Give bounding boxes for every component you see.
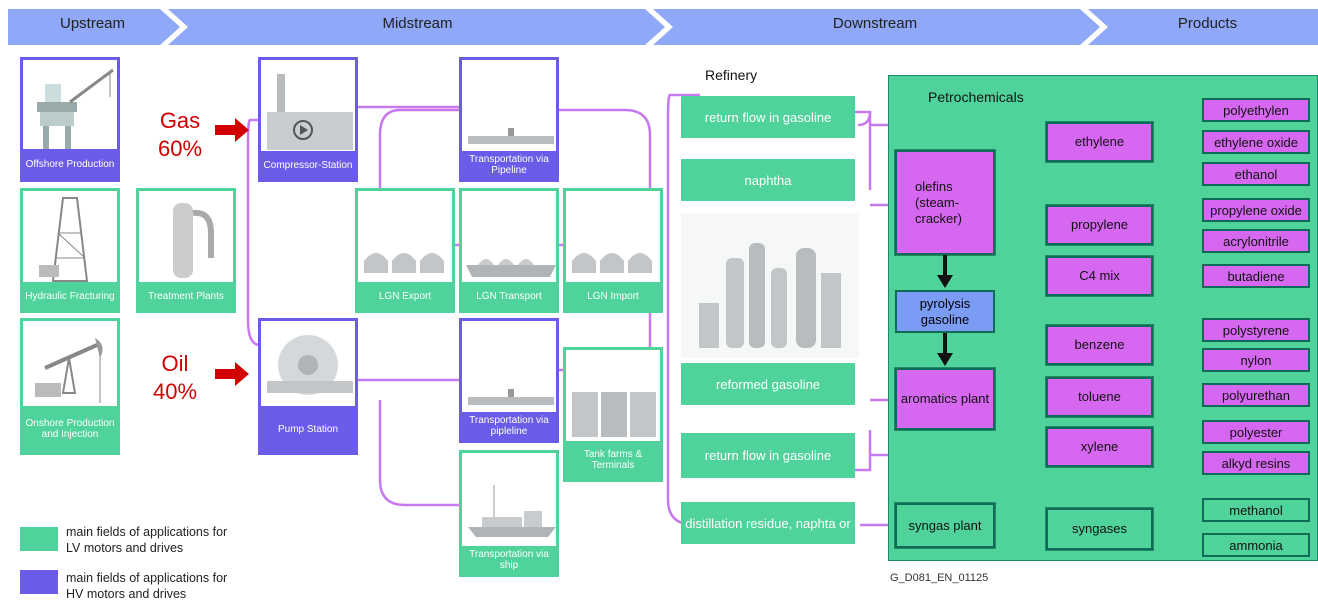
petrochemicals-title: Petrochemicals [928,89,1024,105]
product-polyethylen: polyethylen [1202,98,1310,122]
tile-pump-station: Pump Station [258,318,358,455]
tile-ship-transport: Transportation via ship [459,450,559,577]
lgn-transport-caption: LGN Transport [462,282,556,310]
down-arrow-icon [937,333,953,366]
stage-header-band [8,9,1318,45]
treatment-caption: Treatment Plants [139,282,233,310]
tank-farm-icon [572,392,656,437]
pumpjack-icon [35,338,103,403]
gas-share: 60% [157,136,203,161]
lgn-import-caption: LGN Import [566,282,660,310]
offshore-caption: Offshore Production [23,149,117,179]
oil-label: Oil [161,351,189,376]
ship-caption: Transportation via ship [462,546,556,574]
product-alkyd-resins: alkyd resins [1202,451,1310,475]
tile-pipeline-top: Transportation via Pipeline [459,57,559,182]
stage-products: Products [1177,15,1238,32]
oil-share: 40% [152,379,198,404]
stage-upstream: Upstream [59,15,126,32]
product-propylene-oxide: propylene oxide [1202,198,1310,222]
tile-lgn-transport: LGN Transport [459,188,559,313]
product-acrylonitrile: acrylonitrile [1202,229,1310,253]
refinery-plant-icon [681,213,859,358]
derrick-icon [39,197,89,282]
olefins-box: olefins (steam-cracker) [894,149,996,256]
refinery-return-flow-bottom: return flow in gasoline [681,433,855,478]
refinery-distillation-residue: distillation residue, naphta or [681,502,855,544]
gas-label: Gas [159,108,201,133]
product-ammonia: ammonia [1202,533,1310,557]
tile-treatment-plants: Treatment Plants [136,188,236,313]
onshore-caption: Onshore Production and Injection [23,406,117,452]
tile-lgn-export: LGN Export [355,188,455,313]
syngases-box: syngases [1045,507,1154,551]
product-polyester: polyester [1202,420,1310,444]
tile-lgn-import: LGN Import [563,188,663,313]
fracturing-caption: Hydraulic Fracturing [23,282,117,310]
ethylene-box: ethylene [1045,121,1154,163]
stage-midstream: Midstream [382,15,453,32]
storage-tanks-icon [364,253,444,273]
lng-ship-icon [466,259,556,277]
legend-lv-text: main fields of applications for LV motor… [66,525,228,555]
c4-mix-box: C4 mix [1045,255,1154,297]
pipeline-top-caption: Transportation via Pipeline [462,151,556,179]
refinery-return-flow-top: return flow in gasoline [681,96,855,138]
pump-icon [267,335,353,395]
xylene-box: xylene [1045,426,1154,468]
propylene-box: propylene [1045,204,1154,246]
treatment-column-icon [173,203,214,278]
legend-hv-swatch [20,570,58,594]
tile-tank-farms: Tank farms & Terminals [563,347,663,482]
compressor-icon [267,74,353,150]
down-arrow-icon [937,255,953,288]
pipeline-icon [468,389,554,405]
storage-tanks-icon [572,253,652,273]
figure-id: G_D081_EN_01125 [890,572,989,584]
refinery-naphtha: naphtha [681,159,855,201]
gas-arrow-icon [215,118,249,142]
product-nylon: nylon [1202,348,1310,372]
product-ethanol: ethanol [1202,162,1310,186]
refinery-title: Refinery [705,67,758,83]
toluene-box: toluene [1045,376,1154,418]
stage-downstream: Downstream [832,15,918,32]
tank-caption: Tank farms & Terminals [566,441,660,479]
pipeline-bottom-caption: Transportation via pipleline [462,412,556,440]
tile-onshore-production: Onshore Production and Injection [20,318,120,455]
product-ethylene-oxide: ethylene oxide [1202,130,1310,154]
product-polyurethan: polyurethan [1202,383,1310,407]
product-methanol: methanol [1202,498,1310,522]
legend-lv-swatch [20,527,58,551]
pyrolysis-box: pyrolysis gasoline [895,290,995,333]
tile-offshore-production: Offshore Production [20,57,120,182]
tile-pipeline-bottom: Transportation via pipleline [459,318,559,443]
ship-icon [468,485,556,537]
product-polystyrene: polystyrene [1202,318,1310,342]
aromatics-box: aromatics plant [894,367,996,431]
pipeline-icon [468,128,554,144]
offshore-platform-icon [37,68,114,152]
oil-arrow-icon [215,362,249,386]
lgn-export-caption: LGN Export [358,282,452,310]
product-butadiene: butadiene [1202,264,1310,288]
legend-hv-text: main fields of applications for HV motor… [66,571,228,601]
syngas-plant-box: syngas plant [894,502,996,549]
refinery-reformed-gasoline: reformed gasoline [681,363,855,405]
pump-caption: Pump Station [261,406,355,452]
tile-compressor-station: Compressor-Station [258,57,358,182]
compressor-caption: Compressor-Station [261,151,355,179]
benzene-box: benzene [1045,324,1154,366]
tile-hydraulic-fracturing: Hydraulic Fracturing [20,188,120,313]
